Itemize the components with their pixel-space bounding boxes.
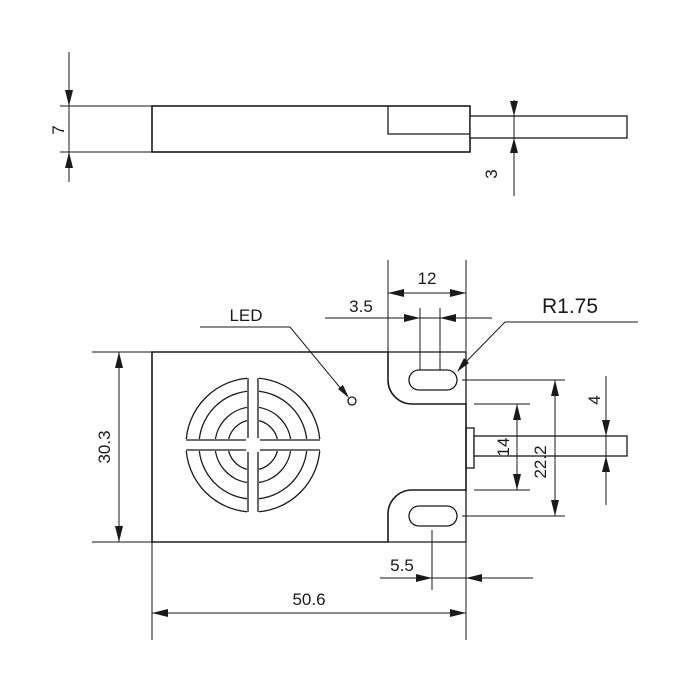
dim-label-12: 12 [418,269,437,288]
front-view-cable [473,435,628,457]
arrow [404,314,420,322]
front-view: LED 12 3.5 R1.75 30.3 14 [92,260,638,640]
side-view: 7 3 [49,52,628,196]
arrow [457,358,469,372]
dim-label-14: 14 [494,438,513,457]
arrow [513,474,521,490]
arrow [510,101,518,116]
side-view-step [387,106,470,135]
arrow [388,289,404,297]
arrow [416,574,432,582]
led-indicator [347,396,357,406]
dim-label-7: 7 [49,125,68,134]
mounting-slot-bottom[interactable] [408,505,458,527]
arrow [65,152,73,168]
arrow [551,380,559,396]
dim-label-506: 50.6 [292,590,325,609]
arrow [510,138,518,153]
dim-label-4: 4 [585,395,604,404]
radius-leader [459,321,638,369]
radius-label: R1.75 [542,295,598,318]
dim-label-222: 22.2 [531,445,550,478]
dim-label-35: 3.5 [349,297,373,316]
arrow [602,420,610,436]
dim-label-55: 5.5 [390,556,414,575]
side-view-body [151,105,471,153]
arrow [152,609,168,617]
arrow [440,314,456,322]
arrow [115,526,123,542]
led-leader [200,326,348,397]
led-label: LED [229,306,262,325]
arrow [513,404,521,420]
arrow [450,609,466,617]
arrow [602,456,610,472]
side-view-cable [469,115,628,139]
arrow [115,352,123,368]
cable-gland [465,427,475,469]
dim-label-303: 30.3 [95,430,114,463]
arrow [450,289,466,297]
arrow [466,574,482,582]
dim-label-3: 3 [482,169,501,178]
mounting-slot-top[interactable] [408,369,458,391]
arrow [65,90,73,106]
arrow [338,385,349,398]
sensing-face-symbol [185,377,321,513]
arrow [551,500,559,516]
